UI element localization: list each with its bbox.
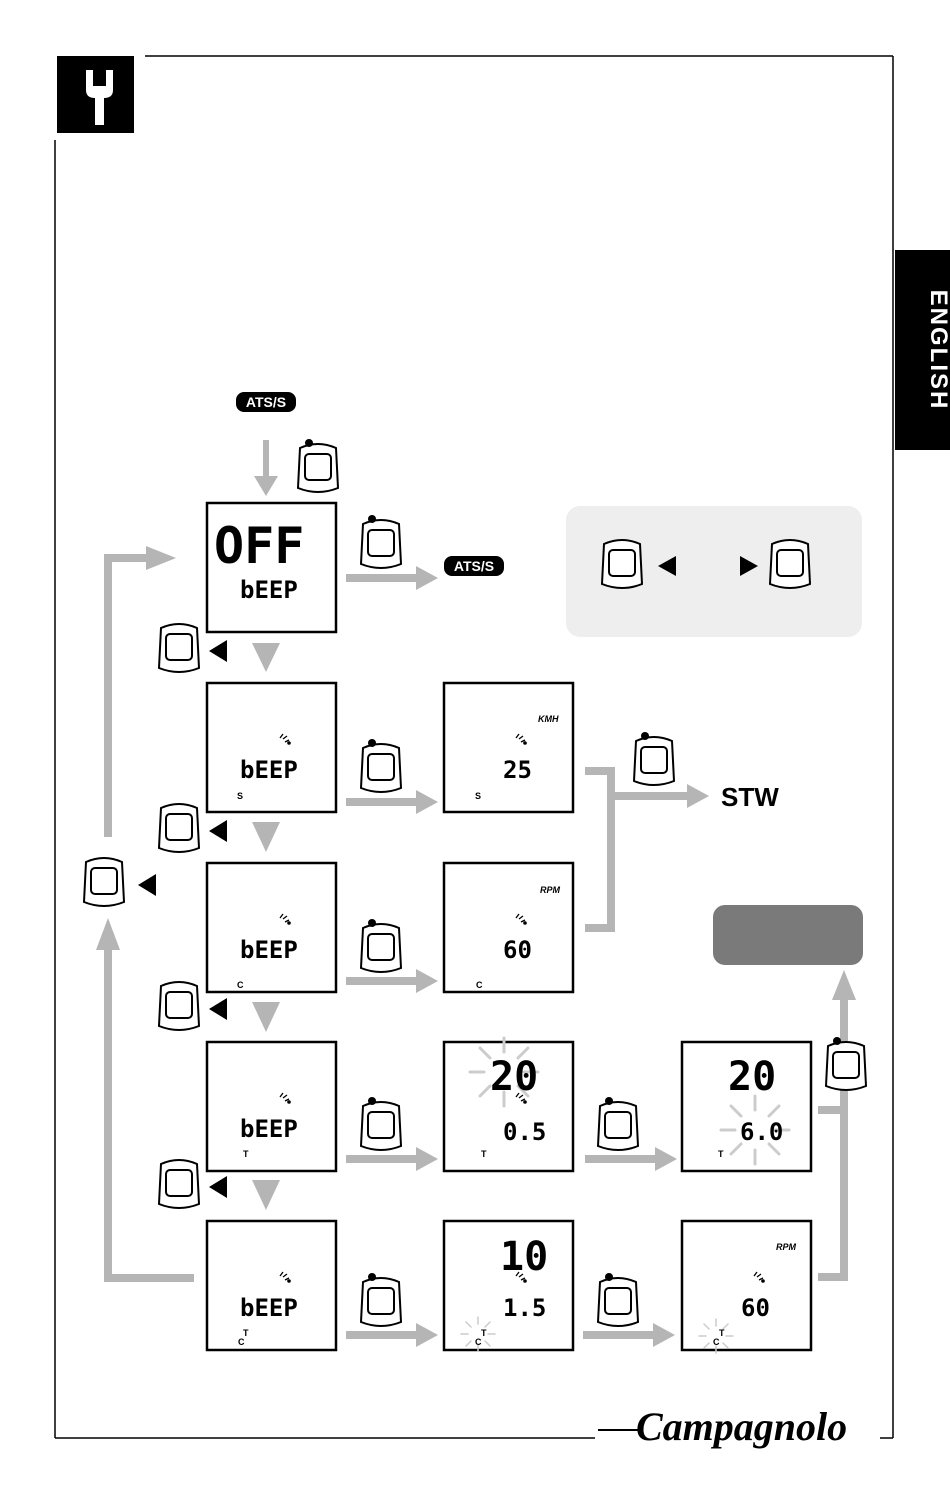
lcd-corner-label: T [481,1149,487,1159]
lcd-unit-label: RPM [776,1242,797,1252]
lcd-sub-text: bEEP [240,576,298,604]
lcd-top-text: 20 [490,1054,538,1100]
lcd-unit-label: KMH [538,714,559,724]
lcd-corner-label-2: T [719,1328,725,1338]
lcd-value-text: 0.5 [503,1118,546,1146]
mode-badge-mid: ATS/S [444,556,504,576]
device-button-icon [298,439,338,492]
lcd-screen-time-1: 20 0.5 T [444,1038,573,1171]
lcd-corner-label: T [718,1149,724,1159]
legend-box [566,506,862,637]
lcd-corner-label: C [237,980,244,990]
lcd-screen-beep-ct: bEEP C T [207,1221,336,1350]
entry-arrow [254,440,278,496]
lcd-screen-time-3: 20 6.0 T [682,1042,811,1171]
lcd-corner-label: C [475,1337,482,1347]
lcd-corner-label: S [237,791,243,801]
lcd-corner-label-2: T [243,1328,249,1338]
lcd-screen-cadence: RPM 60 C [444,863,573,992]
lcd-sub-text: bEEP [240,936,298,964]
mode-badge-top-text: ATS/S [246,394,286,410]
lcd-corner-label: C [713,1337,720,1347]
lcd-unit-label: RPM [540,885,561,895]
lcd-sub-text: bEEP [240,756,298,784]
lcd-screen-beep-t: bEEP T [207,1042,336,1171]
lcd-corner-label-2: T [481,1328,487,1338]
lcd-screen-cadence-2: RPM 60 C T [682,1221,811,1353]
mode-badge-top: ATS/S [236,392,296,412]
lcd-main-text: OFF [214,517,304,575]
wrench-icon [57,56,134,133]
language-tab[interactable]: ENGLISH [895,250,950,450]
lcd-corner-label: T [243,1149,249,1159]
lcd-sub-text: bEEP [240,1115,298,1143]
lcd-screen-beep-s: bEEP S [207,683,336,812]
lcd-screen-off: OFF bEEP [207,503,336,632]
lcd-value-text: 6.0 [740,1118,783,1146]
lcd-corner-label: S [475,791,481,801]
lcd-top-text: 10 [500,1234,548,1280]
lcd-top-text: 20 [728,1054,776,1100]
lcd-value-text: 1.5 [503,1294,546,1322]
lcd-corner-label: C [476,980,483,990]
stw-label: STW [721,782,779,812]
lcd-value-text: 25 [503,756,532,784]
gray-display [713,905,863,965]
lcd-corner-label: C [238,1337,245,1347]
mode-badge-mid-text: ATS/S [454,558,494,574]
brand-logo-text: Campagnolo [636,1404,847,1449]
lcd-value-text: 60 [503,936,532,964]
lcd-screen-beep-c: bEEP C [207,863,336,992]
lcd-screen-time-2: 10 1.5 C T [444,1221,573,1351]
lcd-screen-speed: KMH 25 S [444,683,573,812]
brand-logo: Campagnolo [598,1404,847,1449]
device-icon-left [602,540,642,588]
language-tab-label: ENGLISH [925,290,950,411]
device-icon-right [770,540,810,588]
lcd-sub-text: bEEP [240,1294,298,1322]
lcd-value-text: 60 [741,1294,770,1322]
